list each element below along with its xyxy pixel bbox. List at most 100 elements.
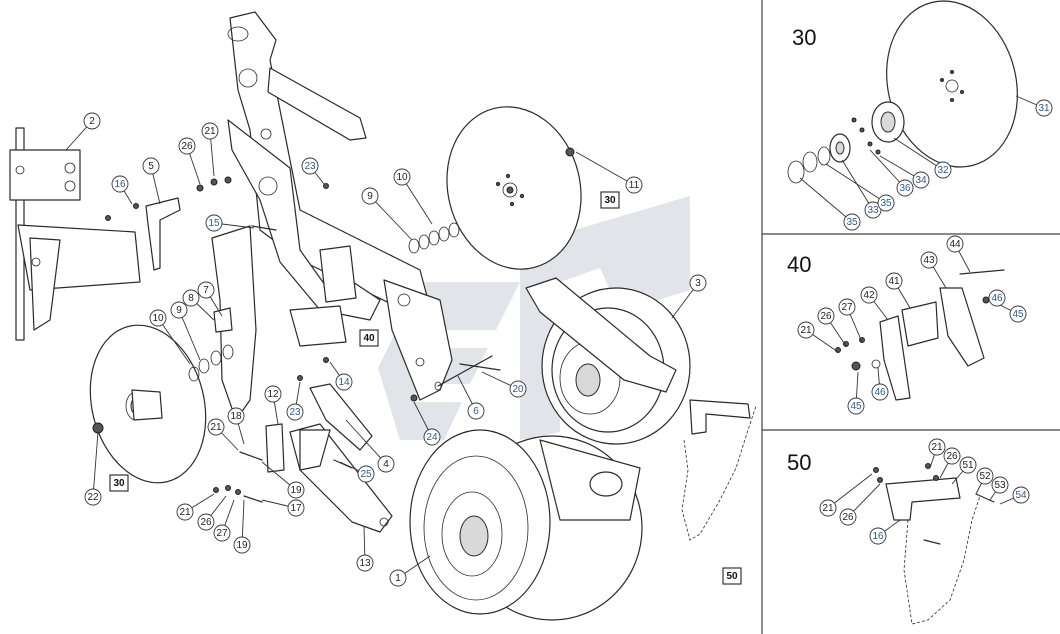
callout-number: 52 (979, 471, 991, 482)
callout-53: 53 (991, 476, 1009, 494)
panel-50-chain (873, 463, 995, 625)
callout-number: 18 (230, 411, 242, 422)
callout-52: 52 (976, 467, 994, 485)
callout-number: 45 (850, 401, 862, 412)
callout-circle (885, 272, 903, 290)
callout-circle (869, 527, 887, 545)
callout-circle (1012, 486, 1030, 504)
callout-4: 4 (377, 455, 395, 473)
callout-circle (201, 122, 219, 140)
callout-36: 36 (896, 179, 914, 197)
callout-number: 21 (822, 503, 834, 514)
callout-circle (207, 418, 225, 436)
callout-circle (817, 307, 835, 325)
callout-circle (301, 157, 319, 175)
callout-labels: 1234567899101011121314151617181919202121… (83, 99, 1053, 587)
callout-circle (287, 499, 305, 517)
callout-circle (864, 201, 882, 219)
callout-circle (839, 508, 857, 526)
callout-46: 46 (988, 289, 1006, 307)
panel-title-30: 30 (792, 25, 816, 50)
callout-circle (361, 187, 379, 205)
callout-9: 9 (170, 301, 188, 319)
callout-1: 1 (389, 569, 407, 587)
callout-number: 42 (863, 290, 875, 301)
scraper-small (145, 197, 181, 271)
callout-number: 46 (874, 387, 886, 398)
disc-left (89, 324, 207, 484)
callout-number: 21 (204, 126, 216, 137)
callout-number: 9 (367, 191, 373, 202)
callout-number: 9 (176, 305, 182, 316)
callout-number: 19 (290, 485, 302, 496)
callout-27: 27 (838, 298, 856, 316)
callout-number: 26 (820, 311, 832, 322)
callout-number: 17 (290, 503, 302, 514)
callout-27: 27 (213, 524, 231, 542)
callout-31: 31 (1035, 99, 1053, 117)
callout-43: 43 (920, 251, 938, 269)
callout-45: 45 (847, 397, 865, 415)
callout-21: 21 (176, 503, 194, 521)
leader-line (893, 137, 944, 171)
assembly-ref-box-40: 40 (359, 329, 379, 347)
callout-21: 21 (928, 438, 946, 456)
callout-35: 35 (843, 213, 861, 231)
panel-30-disc (787, 0, 1018, 184)
leader-line (401, 176, 433, 225)
callout-circle (920, 251, 938, 269)
callout-circle (797, 321, 815, 339)
callout-19: 19 (287, 481, 305, 499)
callout-circle (176, 503, 194, 521)
callout-number: 19 (236, 540, 248, 551)
callout-number: 8 (188, 293, 194, 304)
callout-9: 9 (361, 187, 379, 205)
callout-number: 4 (383, 459, 389, 470)
ref-box (109, 474, 129, 492)
callout-number: 46 (991, 293, 1003, 304)
callout-circle (934, 161, 952, 179)
callout-32: 32 (934, 161, 952, 179)
scraper-blade (309, 383, 373, 451)
bracket-assembly (289, 245, 357, 347)
press-wheel (409, 429, 643, 621)
leader-line (345, 419, 387, 465)
callout-45: 45 (1009, 305, 1027, 323)
callout-number: 21 (800, 325, 812, 336)
callout-circle (227, 407, 245, 425)
callout-21: 21 (797, 321, 815, 339)
ref-box-label: 50 (726, 571, 738, 582)
callout-5: 5 (142, 157, 160, 175)
assembly-ref-box-50: 50 (722, 567, 742, 585)
callout-number: 10 (152, 313, 164, 324)
callout-circle (860, 286, 878, 304)
callout-number: 23 (304, 161, 316, 172)
callout-circle (946, 235, 964, 253)
callout-circle (1009, 305, 1027, 323)
callout-number: 54 (1015, 490, 1027, 501)
callout-circle (689, 274, 707, 292)
callout-number: 1 (395, 573, 401, 584)
callout-circle (178, 137, 196, 155)
callout-number: 34 (915, 175, 927, 186)
callout-number: 35 (846, 217, 858, 228)
callout-number: 41 (888, 276, 900, 287)
callout-44: 44 (946, 235, 964, 253)
callout-8: 8 (182, 289, 200, 307)
leader-line (92, 431, 99, 498)
callout-circle (896, 179, 914, 197)
callout-14: 14 (335, 373, 353, 391)
callout-circle (356, 554, 374, 572)
callout-circle (871, 383, 889, 401)
callout-circle (393, 168, 411, 186)
hitch-bracket (9, 127, 141, 341)
leader-line (575, 151, 635, 186)
callout-circle (959, 456, 977, 474)
callout-circle (843, 213, 861, 231)
leader-line (157, 317, 191, 365)
callout-21: 21 (201, 122, 219, 140)
callout-circle (149, 309, 167, 327)
callout-number: 25 (360, 469, 372, 480)
callout-24: 24 (423, 428, 441, 446)
callout-10: 10 (149, 309, 167, 327)
